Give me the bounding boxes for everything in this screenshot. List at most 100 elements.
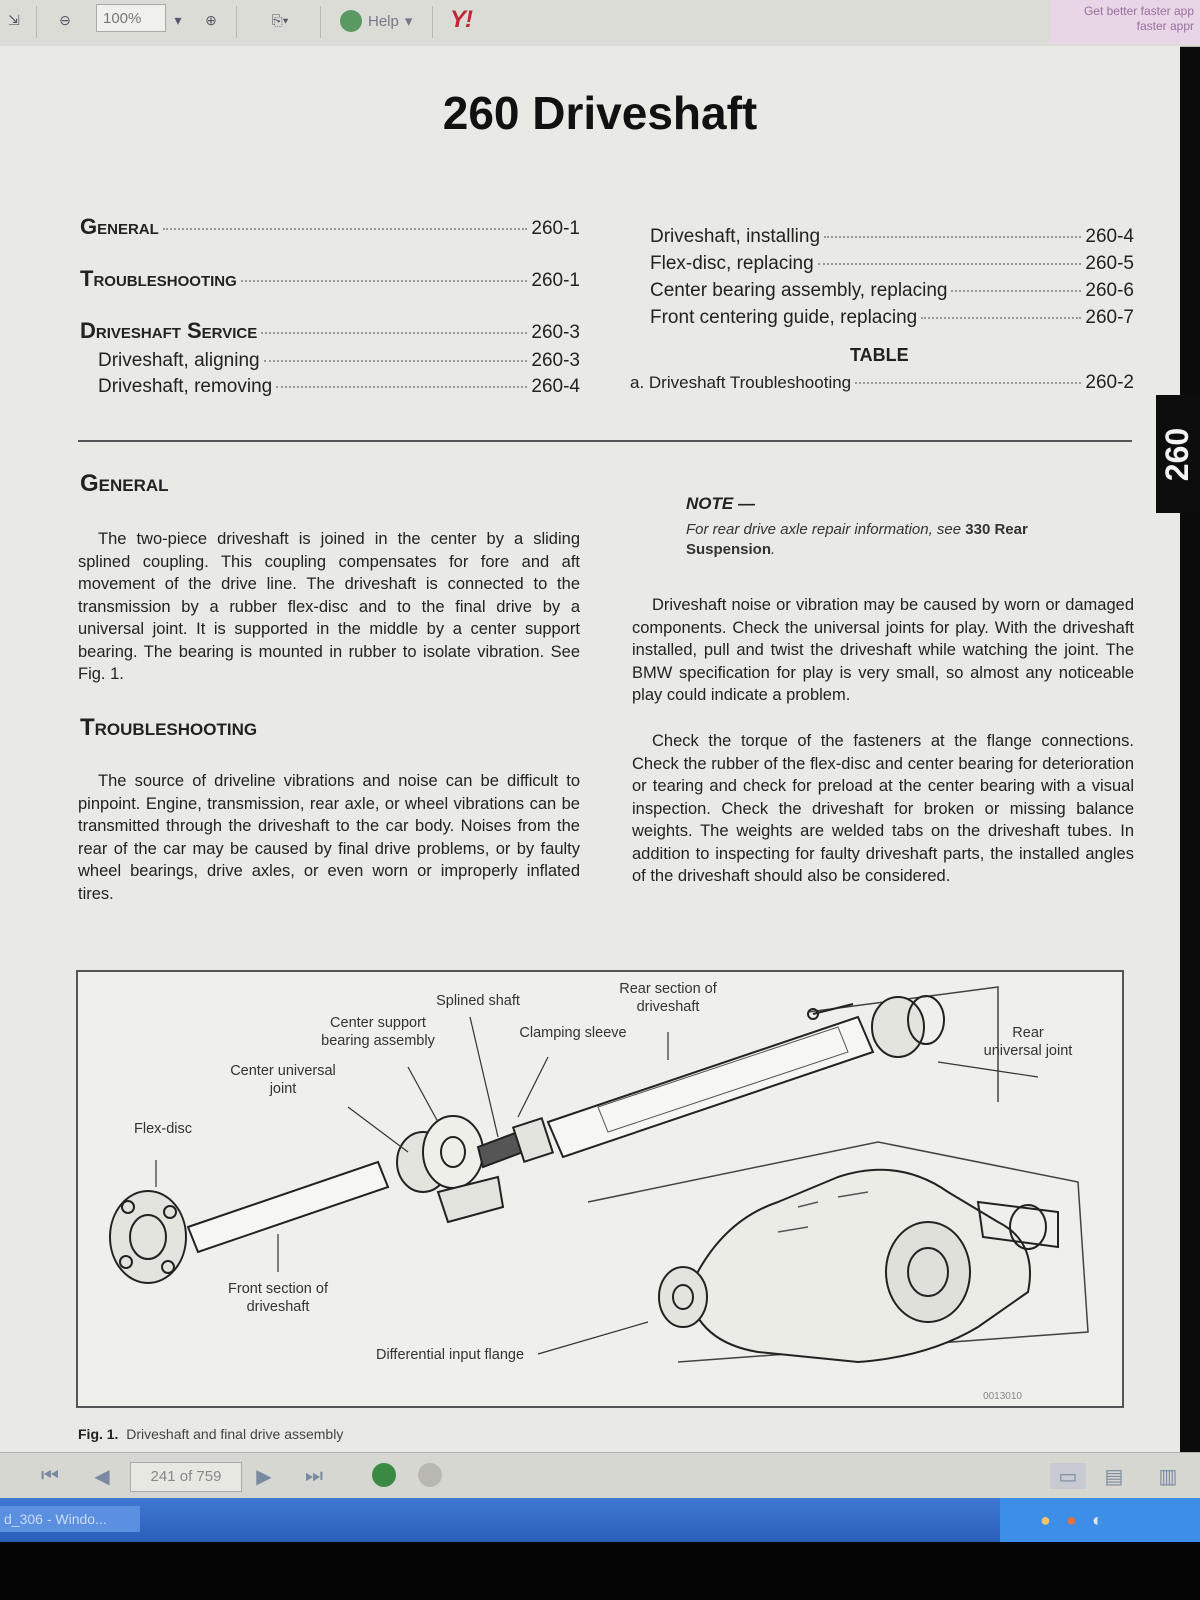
zoom-in-icon[interactable]: ⊕ [205,11,217,28]
driveshaft-illustration [109,986,1089,1364]
callout-splined-shaft: Splined shaft [436,993,520,1009]
right-paragraph-2: Check the torque of the fasteners at the… [632,732,1134,885]
system-tray: ● ● ◐ [1000,1498,1200,1542]
toc-entry[interactable]: a. Driveshaft Troubleshooting 260-2 [630,372,1134,394]
toc-entry[interactable]: General 260-1 [80,214,580,240]
last-page-icon[interactable]: ⏭ [305,1464,323,1487]
caption-text: Driveshaft and final drive assembly [126,1426,344,1442]
callout-differential-input-flange: Differential input flange [375,1347,525,1363]
toc-entry[interactable]: Troubleshooting 260-1 [80,266,580,292]
toc-entry[interactable]: Center bearing assembly, replacing 260-6 [650,280,1134,302]
facing-view-icon[interactable]: ▥ [1158,1465,1178,1488]
table-heading: TABLE [850,345,909,365]
toc-leader [817,263,1082,265]
callout-center-universal-joint: Center universal joint [230,1063,336,1097]
toc-leader [240,280,528,282]
toc-page: 260-4 [531,376,580,397]
toc-label: a. Driveshaft Troubleshooting [630,373,852,392]
toc-leader [824,236,1082,238]
toolbar-divider [236,6,237,38]
toc-leader [855,382,1082,384]
toc-entry[interactable]: Driveshaft, installing 260-4 [650,226,1134,248]
callout-clamping-sleeve: Clamping sleeve [519,1025,627,1041]
caption-number: Fig. 1. [78,1426,119,1442]
toc-leader [261,332,528,334]
toc-page: 260-5 [1085,253,1134,274]
callout-rear-section: Rear section of driveshaft [619,981,717,1015]
toc-label: Front centering guide, replacing [650,307,918,328]
toc-leader [921,317,1082,319]
toc-label: Driveshaft, aligning [98,350,260,371]
go-forward-icon[interactable] [372,1463,396,1487]
help-icon [340,10,362,32]
toc-label: Troubleshooting [80,266,237,291]
yahoo-logo[interactable]: Y! [450,6,473,33]
toc-page: 260-6 [1085,280,1134,301]
toc-entry[interactable]: Flex-disc, replacing 260-5 [650,253,1134,275]
chapter-tab: 260 [1156,395,1200,513]
callout-front-section: Front section of driveshaft [228,1281,328,1315]
toc-label: Driveshaft, removing [98,376,273,397]
first-page-icon[interactable]: ⏮ [41,1464,59,1487]
zoom-dropdown-icon[interactable]: ▾ [174,11,182,28]
screen-bezel [0,1542,1200,1600]
toc-label: Center bearing assembly, replacing [650,280,948,301]
toc-entry[interactable]: Front centering guide, replacing 260-7 [650,307,1134,329]
toc-label: Driveshaft, installing [650,226,821,247]
toc-label: General [80,214,159,239]
toc-page: 260-3 [531,322,580,343]
single-page-view-icon[interactable]: ▭ [1050,1463,1086,1489]
help-label: Help [368,12,399,30]
toc-page: 260-2 [1085,372,1134,393]
chevron-down-icon: ▾ [404,13,413,30]
figure-caption: Fig. 1. Driveshaft and final drive assem… [78,1426,343,1442]
note-title: NOTE — [686,494,755,513]
toc-leader [263,360,528,362]
toc-entry[interactable]: Driveshaft Service 260-3 [80,318,580,344]
sidebar-toggle-icon[interactable]: ⇲ [8,11,20,28]
general-paragraph: The two-piece driveshaft is joined in th… [78,530,580,683]
callout-rear-universal-joint: Rear universal joint [983,1025,1073,1059]
figure-code: 0013010 [983,1391,1022,1402]
page-navigation-bar: ⏮ ◀ 241 of 759 ▶ ⏭ ▭ ▤ ▥ [0,1452,1200,1499]
next-page-icon[interactable]: ▶ [256,1465,272,1488]
volume-icon[interactable]: ◐ [1092,1510,1103,1530]
zoom-input[interactable]: 100% [96,4,166,32]
toc-page: 260-7 [1085,307,1134,328]
note-text: For rear drive axle repair information, … [686,521,966,538]
page-title: 260 Driveshaft [442,87,758,139]
troubleshooting-paragraph: The source of driveline vibrations and n… [78,772,580,903]
note-end: . [771,541,776,558]
section-heading-general: General [80,470,169,497]
previous-page-icon[interactable]: ◀ [94,1465,110,1488]
note-reference: 330 Rear Suspension [686,521,1028,558]
figure-driveshaft: Flex-disc Center universal joint Center … [76,970,1124,1408]
toc-page: 260-1 [531,270,580,291]
section-heading-troubleshooting: Troubleshooting [80,714,258,741]
network-icon[interactable]: ● [1040,1510,1051,1530]
section-divider [78,440,1132,442]
toc-leader [276,386,528,388]
toc-entry[interactable]: Driveshaft, removing 260-4 [98,376,580,398]
toolbar-divider [36,6,37,38]
zoom-out-icon[interactable]: ⊖ [59,11,71,28]
toc-page: 260-3 [531,350,580,371]
toc-leader [162,228,528,230]
windows-taskbar: d_306 - Windo... ● ● ◐ [0,1498,1200,1542]
go-back-icon[interactable] [418,1463,442,1487]
chapter-tab-label: 260 [1159,427,1196,481]
tools-icon[interactable]: ⎘▾ [271,11,289,28]
toc-page: 260-4 [1085,226,1134,247]
security-icon[interactable]: ● [1066,1510,1077,1530]
toc-entry[interactable]: Driveshaft, aligning 260-3 [98,350,580,372]
viewer-toolbar: ⇲ ⊖ 100% ▾ ⊕ ⎘▾ Help ▾ Y! Get better fas… [0,0,1200,47]
taskbar-item-window[interactable]: d_306 - Windo... [0,1506,140,1532]
help-button[interactable]: Help ▾ [340,8,412,34]
toc-page: 260-1 [531,218,580,239]
toc-label: Flex-disc, replacing [650,253,814,274]
callout-center-support-bearing: Center support bearing assembly [321,1015,435,1049]
promo-banner[interactable]: Get better faster app faster appr [1050,0,1200,44]
page-number-input[interactable]: 241 of 759 [130,1462,242,1492]
continuous-view-icon[interactable]: ▤ [1104,1465,1124,1488]
toc-label: Driveshaft Service [80,318,258,343]
